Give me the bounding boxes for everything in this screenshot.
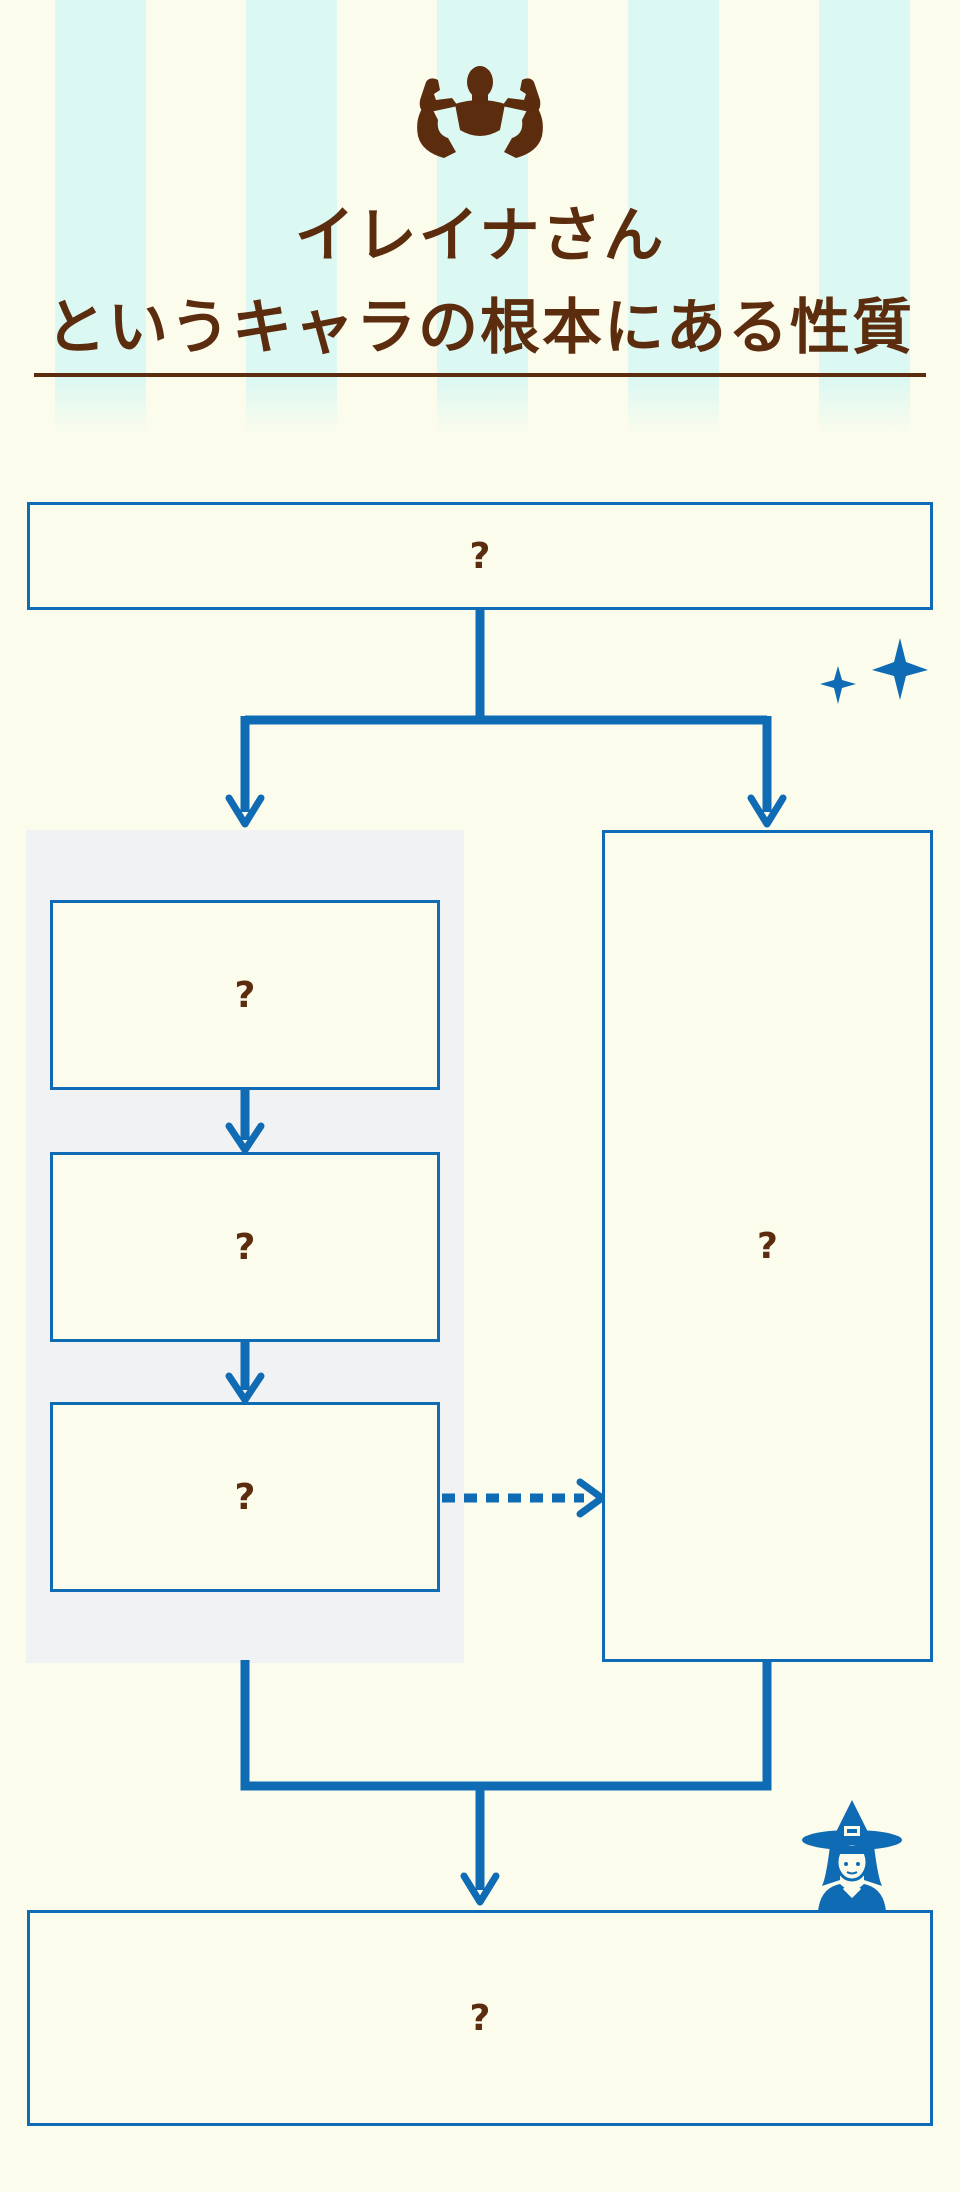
title-line-2: というキャラの根本にある性質 [46, 293, 914, 363]
header-fade [0, 380, 960, 435]
merge-connector [240, 1660, 772, 1791]
top-node: ? [27, 502, 933, 610]
top-node-label: ? [469, 535, 491, 577]
arrowhead-left-2 [225, 1372, 265, 1404]
arrowhead-right [747, 794, 787, 828]
left-node-1-label: ? [234, 974, 256, 1016]
title-underline [34, 373, 926, 377]
page-title: イレイナさん というキャラの根本にある性質 [0, 190, 960, 374]
witch-icon [802, 1800, 902, 1912]
left-node-3-label: ? [234, 1476, 256, 1518]
flexing-muscle-icon [417, 66, 543, 158]
left-node-3: ? [50, 1402, 440, 1592]
bottom-node-label: ? [469, 1997, 491, 2039]
arrowhead-left [225, 794, 265, 828]
right-node-label: ? [757, 1225, 778, 1267]
sparkle-icon [820, 638, 928, 704]
split-connector [245, 608, 767, 725]
title-line-1: イレイナさん [294, 201, 666, 271]
right-node: ? [602, 830, 933, 1662]
bottom-node: ? [27, 1910, 933, 2126]
left-node-2: ? [50, 1152, 440, 1342]
left-node-1: ? [50, 900, 440, 1090]
arrowhead-bottom [460, 1872, 500, 1906]
arrowhead-left-1 [225, 1122, 265, 1154]
left-node-2-label: ? [234, 1226, 256, 1268]
